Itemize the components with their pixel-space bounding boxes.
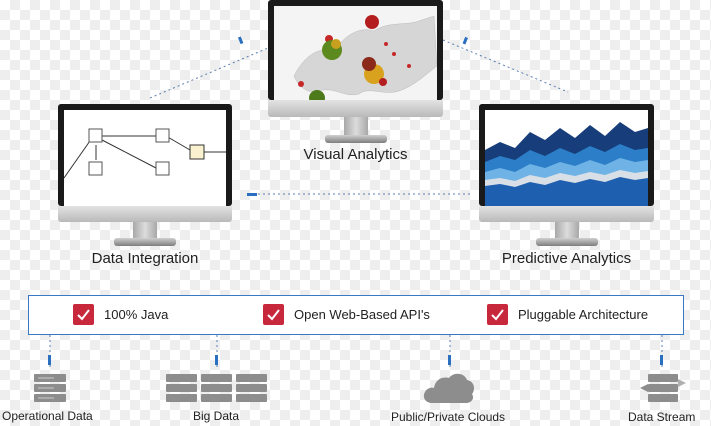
monitor-data-integration [58,104,232,246]
workflow-diagram-icon [64,128,226,179]
label-visual-analytics: Visual Analytics [303,146,408,163]
server-icon [34,374,66,402]
source-label-operational: Operational Data [2,409,93,423]
area-chart-screen [485,110,648,206]
feature-label: 100% Java [104,307,169,322]
server-cluster-icon [166,374,267,402]
cloud-icon [423,373,475,403]
checkmark-icon [263,304,284,325]
feature-label: Pluggable Architecture [518,307,649,322]
monitor-predictive-analytics [479,104,654,246]
monitor-visual-analytics [268,0,443,145]
feature-pluggable: Pluggable Architecture [487,304,648,325]
server-stream-icon [640,374,686,402]
checkmark-icon [73,304,94,325]
europe-map-icon [293,15,437,100]
feature-java: 100% Java [73,304,168,325]
map-screen [274,6,437,100]
label-predictive-analytics: Predictive Analytics [501,250,632,267]
checkmark-icon [487,304,508,325]
connector-visual-to-right [442,39,569,93]
source-label-clouds: Public/Private Clouds [391,410,506,424]
connector-left-to-visual [149,47,269,99]
feature-label: Open Web-Based API's [294,307,430,322]
stacked-area-chart-icon [485,122,648,206]
feature-web-api: Open Web-Based API's [263,304,430,325]
label-data-integration: Data Integration [91,250,199,267]
workflow-screen [64,110,226,206]
source-label-stream: Data Stream [628,410,696,424]
source-label-bigdata: Big Data [193,409,240,423]
feature-bar: 100% Java Open Web-Based API's Pluggable… [28,295,684,335]
